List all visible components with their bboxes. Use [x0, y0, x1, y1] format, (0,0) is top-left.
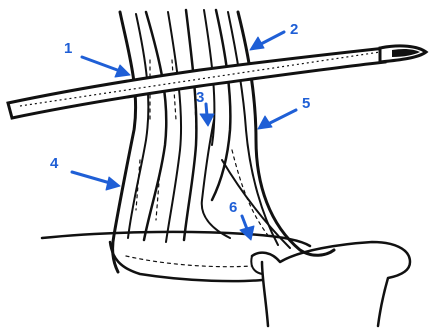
bone-upper-surface: [42, 232, 310, 246]
label-2: 2: [290, 21, 298, 38]
label-6: 6: [229, 199, 237, 216]
label-3: 3: [196, 89, 204, 106]
fiber-c: [184, 10, 196, 240]
bone-lower-block: [110, 242, 262, 281]
arrow-6-shaft: [242, 216, 247, 229]
arrow-5-shaft: [268, 110, 296, 124]
bone-lower-hatch: [126, 256, 252, 267]
arrow-1-shaft: [82, 57, 120, 71]
fiber-left-inner: [128, 14, 148, 238]
bone-base: [42, 232, 410, 326]
arrow-2-shaft: [259, 32, 284, 45]
bone-right-inner: [262, 262, 268, 326]
label-1: 1: [64, 40, 72, 57]
fiber-b: [166, 12, 181, 242]
arrow-1-head: [115, 65, 130, 77]
arrow-2-head: [250, 37, 264, 50]
label-5: 5: [302, 95, 310, 112]
bone-right-shape: [252, 242, 410, 326]
arrow-3-head: [200, 114, 214, 126]
label-4: 4: [50, 155, 59, 172]
fiber-loose: [202, 120, 230, 238]
arrow-4-head: [106, 177, 120, 190]
arrow-4-shaft: [72, 172, 110, 183]
bone-right-notch: [251, 256, 262, 274]
